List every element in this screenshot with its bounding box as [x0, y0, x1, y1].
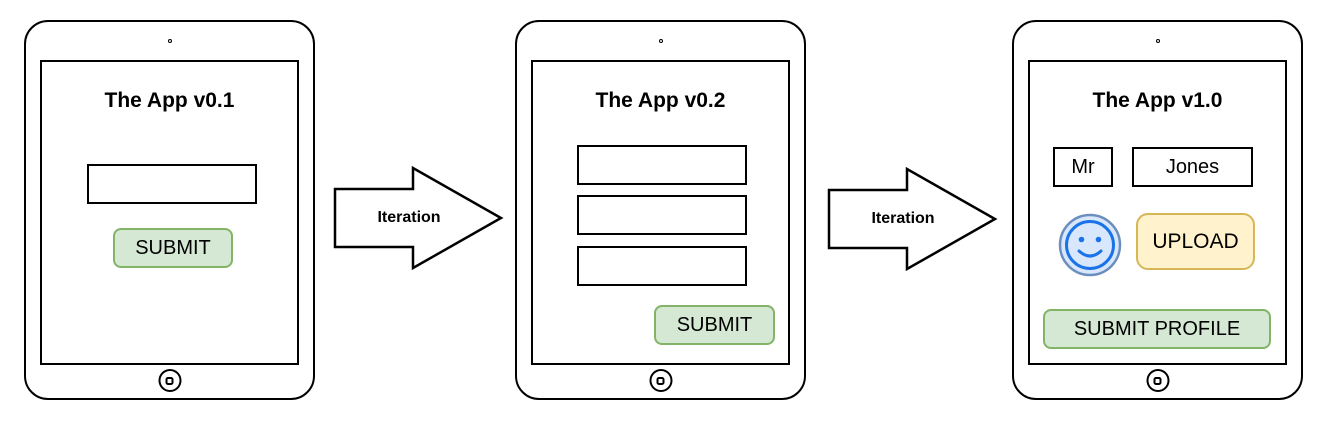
app-title: The App v1.0 — [1092, 89, 1223, 112]
screen-v1-0: The App v1.0 Mr Jones UPLOAD SUBMIT PROF… — [1028, 60, 1287, 365]
iteration-arrow-1: Iteration — [333, 166, 504, 270]
right-block-arrow-icon — [827, 167, 998, 271]
text-input[interactable] — [87, 164, 257, 204]
app-title: The App v0.1 — [104, 89, 235, 112]
text-input-1[interactable] — [577, 145, 747, 185]
submit-button[interactable]: SUBMIT — [654, 305, 775, 345]
iteration-arrow-2: Iteration — [827, 167, 998, 271]
text-input-3[interactable] — [577, 246, 747, 286]
submit-profile-button[interactable]: SUBMIT PROFILE — [1043, 309, 1271, 349]
tablet-v0-2: The App v0.2 SUBMIT — [515, 20, 806, 400]
text-input-2[interactable] — [577, 195, 747, 235]
screen-v0-2: The App v0.2 SUBMIT — [531, 60, 790, 365]
camera-dot-icon — [1155, 39, 1160, 43]
tablet-v0-1: The App v0.1 SUBMIT — [24, 20, 315, 400]
camera-dot-icon — [658, 39, 663, 43]
title-field[interactable]: Mr — [1053, 147, 1113, 187]
camera-dot-icon — [167, 39, 172, 43]
iteration-label: Iteration — [377, 209, 441, 226]
submit-button[interactable]: SUBMIT — [113, 228, 233, 268]
upload-button[interactable]: UPLOAD — [1136, 213, 1255, 270]
app-title: The App v0.2 — [595, 89, 726, 112]
surname-field[interactable]: Jones — [1132, 147, 1253, 187]
home-button-icon — [1146, 369, 1169, 392]
iteration-label: Iteration — [871, 210, 935, 227]
home-button-icon — [649, 369, 672, 392]
home-button-icon — [158, 369, 181, 392]
screen-v0-1: The App v0.1 SUBMIT — [40, 60, 299, 365]
right-block-arrow-icon — [333, 166, 504, 270]
smiley-face-icon — [1058, 213, 1122, 277]
tablet-v1-0: The App v1.0 Mr Jones UPLOAD SUBMIT PROF… — [1012, 20, 1303, 400]
